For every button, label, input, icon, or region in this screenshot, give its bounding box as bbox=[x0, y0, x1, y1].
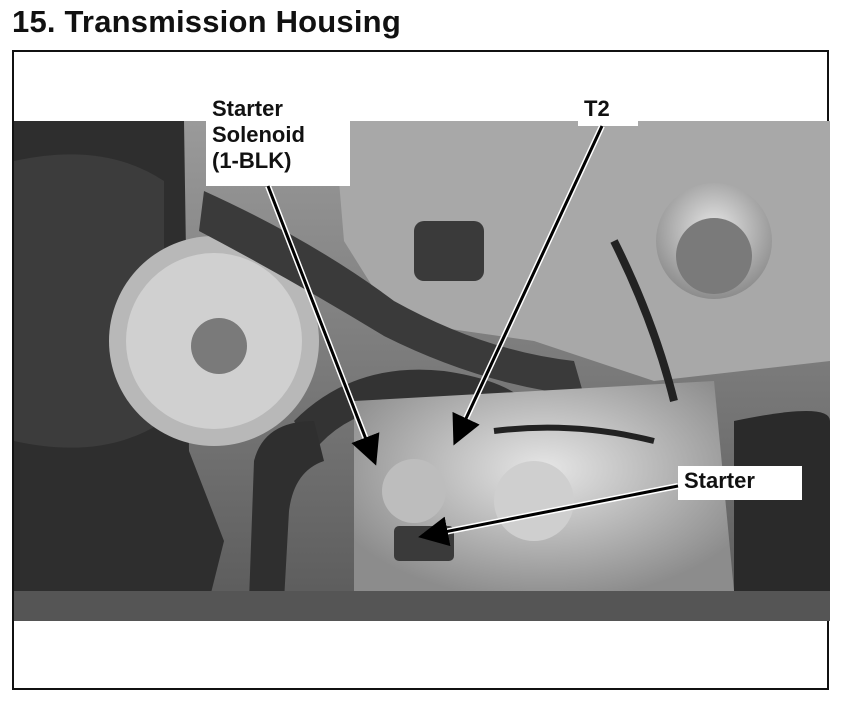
callout-starter-solenoid-line1: Starter bbox=[212, 96, 283, 121]
callout-starter-solenoid-line3: (1-BLK) bbox=[212, 148, 292, 173]
engine-bay-photo bbox=[14, 121, 830, 621]
callout-t2: T2 bbox=[578, 96, 638, 126]
callout-starter-solenoid: Starter Solenoid (1-BLK) bbox=[206, 96, 350, 186]
callout-starter: Starter bbox=[678, 466, 802, 500]
page-title: 15. Transmission Housing bbox=[12, 4, 401, 39]
callout-starter-solenoid-line2: Solenoid bbox=[212, 122, 305, 147]
